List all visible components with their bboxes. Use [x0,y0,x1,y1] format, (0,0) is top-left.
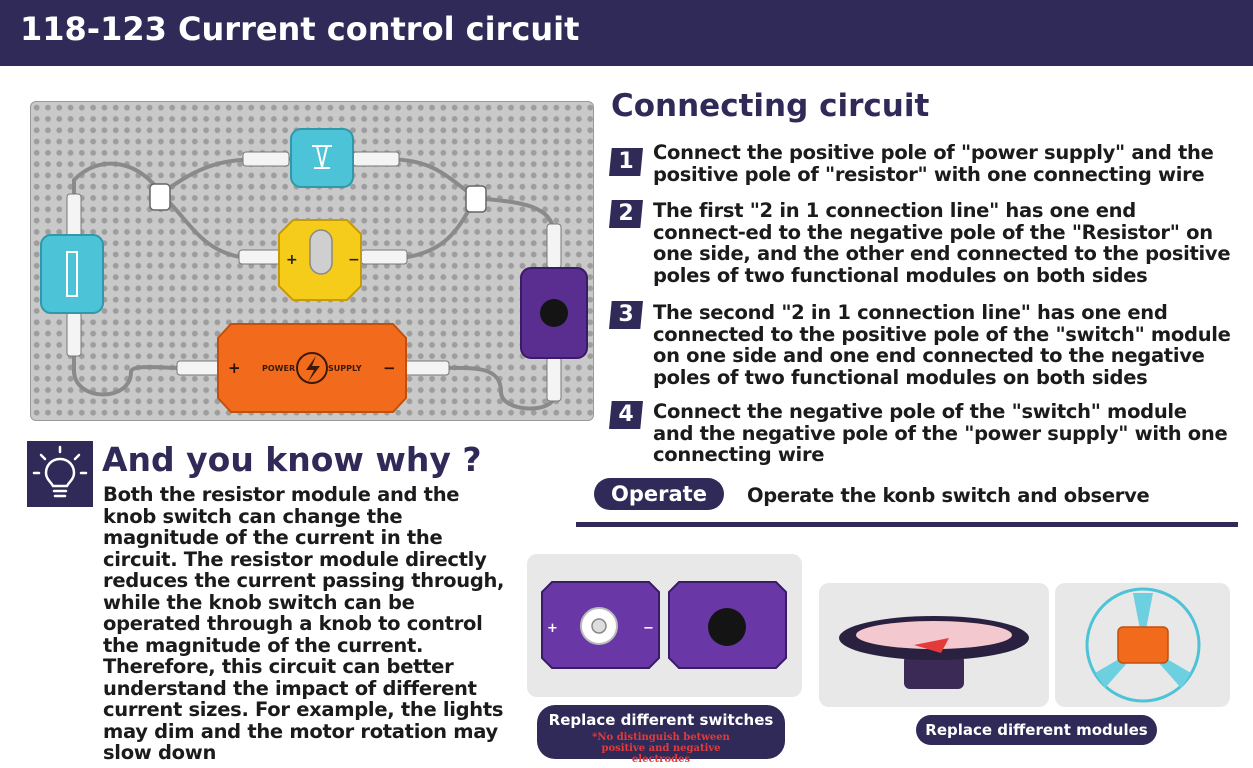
wire-bottom-right [427,365,556,411]
operate-instruction: Operate the konb switch and observe [747,484,1150,507]
svg-text:+: + [547,621,558,636]
motor-module [290,128,354,188]
why-title: And you know why ? [102,440,482,479]
operate-badge: Operate [594,478,724,510]
knob-icon [309,229,333,275]
light-module-panel [819,583,1049,707]
connector-plug [402,360,450,376]
connector-plug [546,356,562,402]
step-2-text: The first "2 in 1 connection line" has o… [653,199,1231,287]
lightning-icon [296,352,328,384]
step-2-badge: 2 [609,200,643,228]
power-label-left: POWER [262,364,295,373]
splitter-right [465,185,487,213]
connector-plug [242,151,290,167]
circuit-board: + − POWER SUPPLY + − [30,101,594,421]
svg-text:−: − [643,621,654,636]
connector-plug [176,360,224,376]
why-explanation: Both the resistor module and the knob sw… [103,483,505,764]
switches-panel: + − [527,554,802,697]
switch-button-icon [540,299,568,327]
resistor-module [40,234,104,314]
step-1-badge: 1 [609,148,643,176]
connector-plug [360,249,408,265]
circuit-diagram: + − POWER SUPPLY + − [40,128,588,413]
section-divider [576,522,1238,527]
connector-plug [352,151,400,167]
resistor-icon [66,251,78,297]
step-4-badge: 4 [609,401,643,429]
step-1-text: Connect the positive pole of "power supp… [653,141,1214,186]
page-title: 118-123 Current control circuit [20,10,580,48]
lightbulb-icon [27,441,93,507]
step-3-text: The second "2 in 1 connection line" has … [653,301,1231,389]
wire-resistor-minus [159,192,251,260]
fan-icon [1085,587,1201,703]
motor-icon [312,145,332,169]
power-plus-label: + [228,359,241,377]
switches-note: *No distinguish between positive and neg… [592,732,730,765]
connector-plug [66,311,82,357]
switches-caption-text: Replace different switches [548,711,774,729]
wire-knob-right [399,196,478,260]
knob-plus-label: + [286,252,298,268]
switches-caption: Replace different switches *No distingui… [537,705,785,765]
step-3-badge: 3 [609,301,643,329]
connector-plug [546,223,562,269]
wire-bottom-left [72,335,183,397]
power-label-right: SUPPLY [328,364,362,373]
knob-minus-label: − [348,252,360,268]
connecting-title: Connecting circuit [611,88,930,124]
motor-module-panel [1055,583,1230,707]
splitter-left [149,183,171,211]
connector-plug [66,193,82,239]
modules-caption: Replace different modules [916,715,1157,745]
header-bar: 118-123 Current control circuit [0,0,1253,66]
step-4-text: Connect the negative pole of the "switch… [653,400,1228,466]
power-minus-label: − [383,359,396,377]
